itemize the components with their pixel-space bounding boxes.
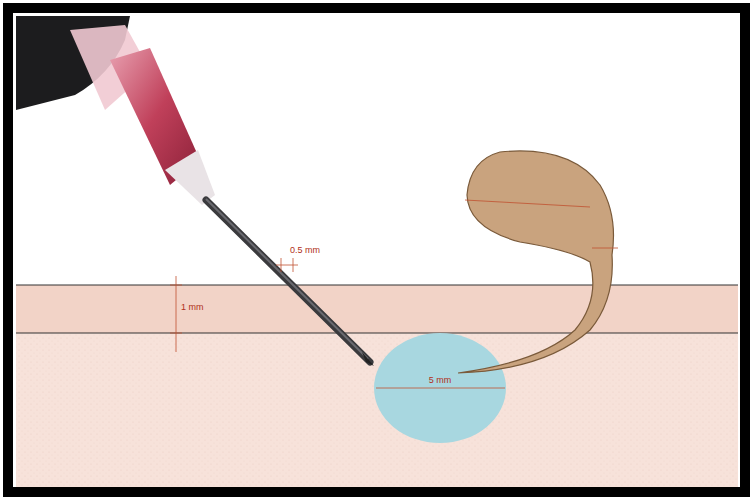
frame — [8, 8, 745, 492]
syringe — [16, 16, 374, 366]
bleb-dimension — [376, 388, 505, 389]
implant — [458, 151, 614, 373]
thickness-tick — [170, 285, 182, 286]
dimension-label: 5 mm — [429, 376, 452, 386]
dermis-texture — [16, 333, 738, 487]
epidermis — [16, 285, 738, 333]
thickness-tick — [170, 333, 182, 334]
implant-dimension — [465, 200, 590, 207]
dimension-label: 0.5 mm — [289, 246, 321, 256]
bleb — [374, 333, 506, 443]
dermis — [16, 333, 738, 487]
needle-dimension — [276, 265, 298, 266]
layer-boundary — [16, 332, 738, 333]
implant-dimension — [592, 248, 618, 249]
thickness-dimension — [176, 276, 177, 352]
dimension-label: 1 mm — [180, 303, 205, 313]
skin-surface — [16, 284, 738, 285]
bleb-region: 5 mm — [410, 374, 470, 388]
